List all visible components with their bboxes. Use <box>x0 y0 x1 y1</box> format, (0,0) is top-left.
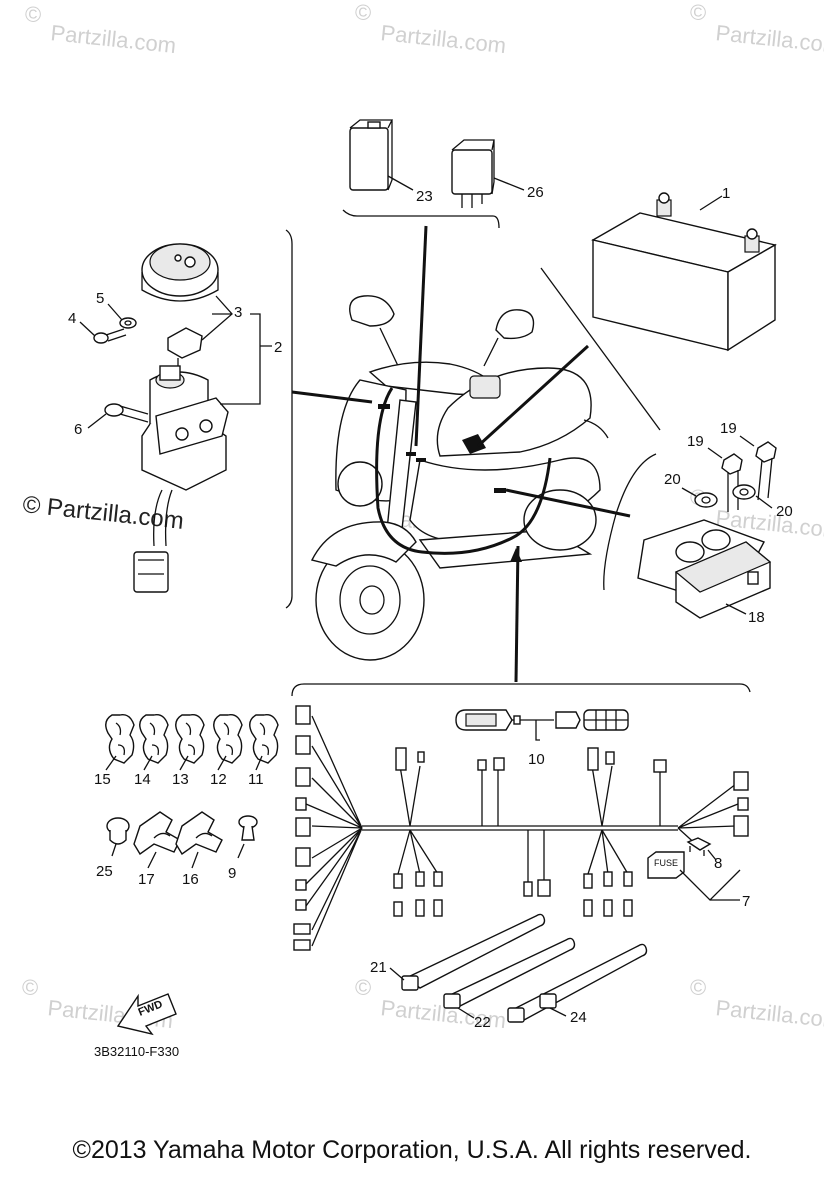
watermark: © <box>22 975 38 1000</box>
part-8-fuse <box>686 837 712 856</box>
part-18-rectifier <box>637 519 772 619</box>
part-9-clip <box>238 815 258 841</box>
group-bracket <box>342 209 500 229</box>
pointer-switch <box>291 390 373 404</box>
callout-5: 5 <box>96 290 104 307</box>
callout-18: 18 <box>748 609 765 626</box>
part-17-clamp <box>133 811 181 856</box>
watermark: © <box>25 2 41 27</box>
callout-16: 16 <box>182 871 199 888</box>
callout-23: 23 <box>416 188 433 205</box>
callout-26: 26 <box>527 184 544 201</box>
diagram-code: 3B32110-F330 <box>94 1044 179 1059</box>
callout-24: 24 <box>570 1009 587 1026</box>
callout-21: 21 <box>370 959 387 976</box>
part-21-cable-tie <box>401 913 546 991</box>
fuse-label: FUSE <box>654 858 678 868</box>
part-10-lead <box>455 709 629 731</box>
part-16-clamp <box>175 811 223 856</box>
part-2-main-switch <box>133 365 229 593</box>
watermark: © <box>690 0 706 25</box>
callout-11: 11 <box>248 771 264 788</box>
pointer-battery <box>476 344 590 448</box>
callout-15: 15 <box>94 771 111 788</box>
callout-22: 22 <box>474 1014 491 1031</box>
part-22-cable-tie <box>443 937 576 1009</box>
part-7-fuse-holder: FUSE <box>647 851 685 879</box>
part-25-grommet <box>106 817 130 845</box>
callout-4: 4 <box>68 310 76 327</box>
pointer-relay <box>414 225 428 447</box>
callout-2: 2 <box>274 339 282 356</box>
group-bracket <box>285 229 293 609</box>
leader-3 <box>201 295 233 341</box>
watermark: Partzilla.com <box>49 20 177 58</box>
callout-14: 14 <box>134 771 151 788</box>
leader-10 <box>535 720 540 741</box>
callout-17: 17 <box>138 871 155 888</box>
leader-7 <box>679 869 741 901</box>
callout-6: 6 <box>74 421 82 438</box>
callout-8: 8 <box>714 855 722 872</box>
callout-10: 10 <box>528 751 545 768</box>
part-6-bolt <box>104 403 149 423</box>
callout-12: 12 <box>210 771 227 788</box>
part-23-relay <box>349 119 394 191</box>
part-20-washer <box>694 484 756 508</box>
leader-2 <box>220 313 272 405</box>
watermark: Partzilla.com <box>379 20 507 58</box>
callout-20a: 20 <box>664 471 681 488</box>
part-3-cap <box>141 243 219 302</box>
watermark: Partzilla.com <box>714 20 824 58</box>
clips-row <box>105 714 279 764</box>
part-1-battery <box>591 192 777 352</box>
copyright-notice: ©2013 Yamaha Motor Corporation, U.S.A. A… <box>72 1136 752 1164</box>
callout-1: 1 <box>722 185 730 202</box>
fwd-arrow-icon: FWD <box>116 993 177 1036</box>
pointer-rectifier <box>505 488 631 518</box>
watermark-dark: © Partzilla.com <box>21 491 185 535</box>
callout-25: 25 <box>96 863 113 880</box>
part-wire-harness <box>293 705 749 951</box>
group-bracket <box>603 453 657 591</box>
part-4-screw <box>93 328 127 344</box>
watermark: © <box>355 975 371 1000</box>
callout-9: 9 <box>228 865 236 882</box>
part-5-washer <box>119 317 137 329</box>
watermark: © <box>690 975 706 1000</box>
callout-19a: 19 <box>687 433 704 450</box>
callout-19b: 19 <box>720 420 737 437</box>
part-19-bolt <box>721 441 777 512</box>
watermark: © <box>355 0 371 25</box>
pointer-harness <box>514 545 520 683</box>
callout-13: 13 <box>172 771 189 788</box>
callout-7: 7 <box>742 893 750 910</box>
callout-3: 3 <box>234 304 242 321</box>
group-bracket <box>291 683 751 697</box>
part-24-cable-tie <box>507 943 648 1023</box>
part-26-relay <box>451 139 495 208</box>
battery-connector-line <box>540 267 661 431</box>
callout-20b: 20 <box>776 503 793 520</box>
watermark: Partzilla.com <box>714 995 824 1033</box>
scooter-illustration <box>310 295 609 661</box>
